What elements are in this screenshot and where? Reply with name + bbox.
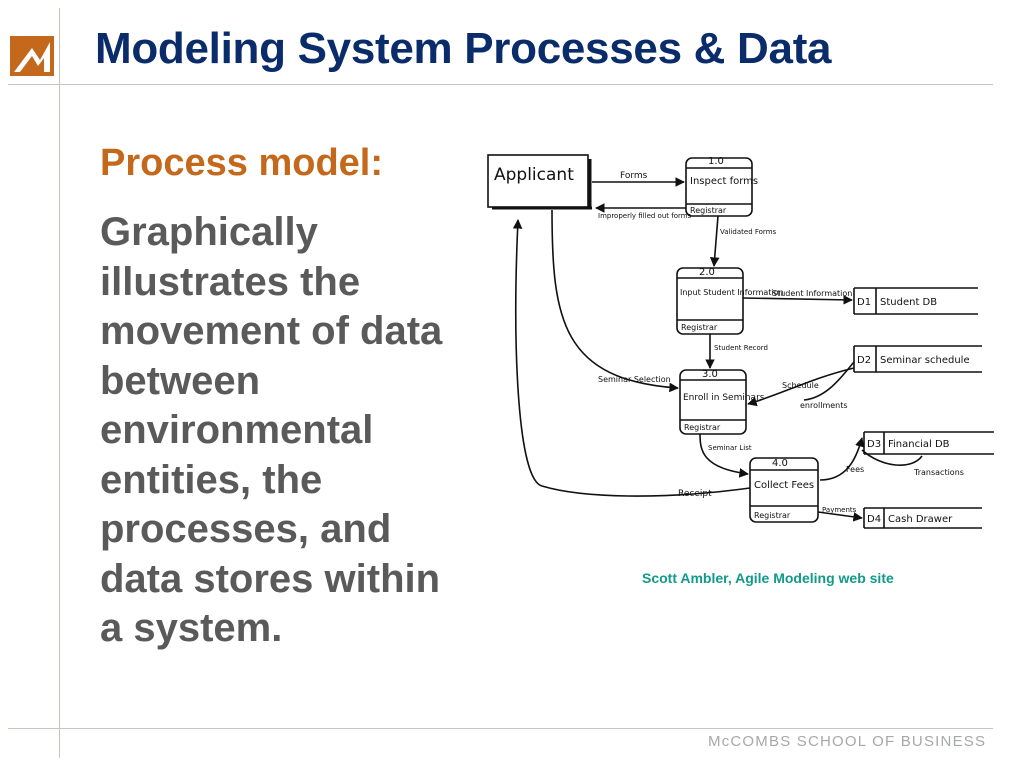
process-3-number: 3.0 bbox=[702, 369, 718, 380]
process-2-number: 2.0 bbox=[699, 267, 715, 278]
flow-fees: Fees bbox=[846, 465, 864, 474]
body-paragraph: Graphically illustrates the movement of … bbox=[100, 210, 443, 650]
process-4 bbox=[749, 457, 819, 523]
d3-name: Financial DB bbox=[888, 439, 950, 450]
image-credit: Scott Ambler, Agile Modeling web site bbox=[642, 570, 894, 586]
school-logo-icon bbox=[10, 36, 54, 76]
footer-rule bbox=[8, 728, 993, 729]
flow-receipt: Receipt bbox=[678, 489, 712, 499]
vertical-rule bbox=[59, 8, 60, 758]
flow-student-record: Student Record bbox=[714, 344, 768, 352]
process-2-name: Input Student Information bbox=[680, 288, 784, 297]
data-flow-diagram: Applicant 1.0 Inspect forms Registrar 2.… bbox=[487, 154, 994, 529]
flow-forms: Forms bbox=[620, 171, 648, 181]
process-3-name: Enroll in Seminars bbox=[683, 393, 765, 403]
slide-title: Modeling System Processes & Data bbox=[95, 24, 832, 73]
process-1 bbox=[685, 157, 753, 217]
flow-validated: Validated Forms bbox=[720, 228, 777, 236]
process-3 bbox=[679, 369, 747, 435]
d2-name: Seminar schedule bbox=[880, 355, 970, 366]
datastore-d2 bbox=[853, 345, 982, 373]
flow-seminar-selection: Seminar Selection bbox=[598, 375, 671, 384]
d2-id: D2 bbox=[857, 355, 871, 366]
d4-id: D4 bbox=[867, 514, 881, 525]
flow-transactions: Transactions bbox=[913, 468, 964, 477]
d1-id: D1 bbox=[857, 297, 871, 308]
d3-id: D3 bbox=[867, 439, 881, 450]
flow-enrollments: enrollments bbox=[800, 401, 848, 410]
d1-name: Student DB bbox=[880, 297, 937, 308]
applicant-label: Applicant bbox=[494, 165, 574, 185]
flow-improper: Improperly filled out forms bbox=[598, 212, 692, 220]
footer-brand: McCOMBS SCHOOL OF BUSINESS bbox=[708, 733, 987, 750]
d4-name: Cash Drawer bbox=[888, 514, 953, 525]
datastore-d4 bbox=[863, 507, 982, 529]
flow-payments: Payments bbox=[822, 506, 857, 514]
process-1-name: Inspect forms bbox=[690, 176, 758, 187]
process-2-actor: Registrar bbox=[681, 323, 718, 332]
process-4-name: Collect Fees bbox=[754, 480, 814, 491]
process-4-number: 4.0 bbox=[772, 458, 788, 469]
process-3-actor: Registrar bbox=[684, 423, 721, 432]
process-4-actor: Registrar bbox=[754, 511, 791, 520]
subheading: Process model: bbox=[100, 142, 383, 184]
flow-student-info: Student Information bbox=[772, 289, 852, 298]
process-1-number: 1.0 bbox=[708, 156, 724, 167]
applicant-entity bbox=[487, 154, 592, 210]
flow-seminar-list: Seminar List bbox=[708, 444, 752, 452]
datastore-d1 bbox=[853, 287, 978, 315]
title-rule bbox=[8, 84, 993, 85]
flow-schedule: Schedule bbox=[782, 381, 819, 390]
process-1-actor: Registrar bbox=[690, 206, 727, 215]
